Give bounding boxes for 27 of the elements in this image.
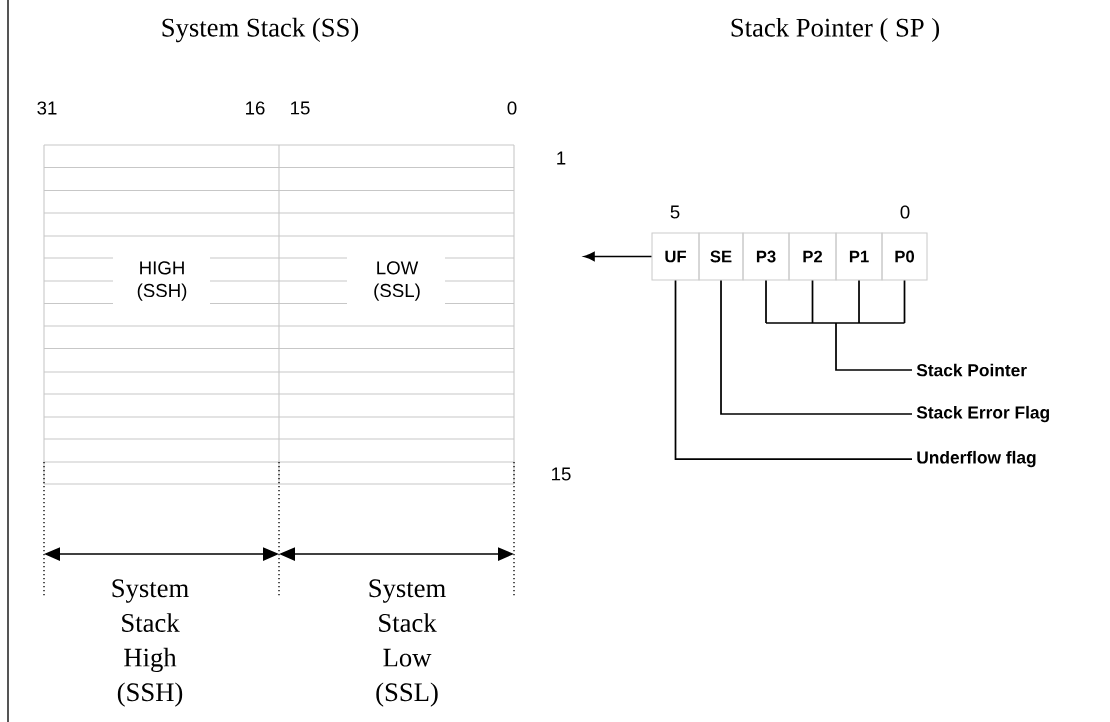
leader-line xyxy=(720,279,913,415)
bit-number: 0 xyxy=(900,205,910,219)
register-cell: P3 xyxy=(742,232,790,281)
field-label: Stack Error Flag xyxy=(916,405,1049,423)
register-cell: P2 xyxy=(788,232,837,281)
stack-half-label: HIGH (SSH) xyxy=(137,261,187,301)
row-number: 15 xyxy=(552,467,571,481)
bit-number: 31 xyxy=(37,101,57,115)
register-cell: P0 xyxy=(881,232,928,281)
register-cell: P1 xyxy=(835,232,883,281)
bit-number: 15 xyxy=(291,101,310,115)
bit-number: 16 xyxy=(246,101,265,115)
register-cell: SE xyxy=(698,232,744,281)
leader-line xyxy=(674,279,913,460)
heading: Stack Pointer ( SP ) xyxy=(731,17,940,43)
part-caption: System Stack High (SSH) xyxy=(112,579,189,707)
heading: System Stack (SS) xyxy=(162,17,359,43)
field-label: Stack Pointer xyxy=(916,363,1027,377)
stack-half-label: LOW (SSL) xyxy=(374,261,420,301)
leader-line xyxy=(583,251,653,262)
row-number: 1 xyxy=(557,151,566,165)
part-caption: System Stack Low (SSL) xyxy=(369,579,446,707)
bit-number: 0 xyxy=(507,101,517,115)
leader-line xyxy=(765,279,913,371)
bit-number: 5 xyxy=(670,205,680,219)
register-cell: UF xyxy=(651,232,700,281)
field-label: Underflow flag xyxy=(917,450,1036,468)
